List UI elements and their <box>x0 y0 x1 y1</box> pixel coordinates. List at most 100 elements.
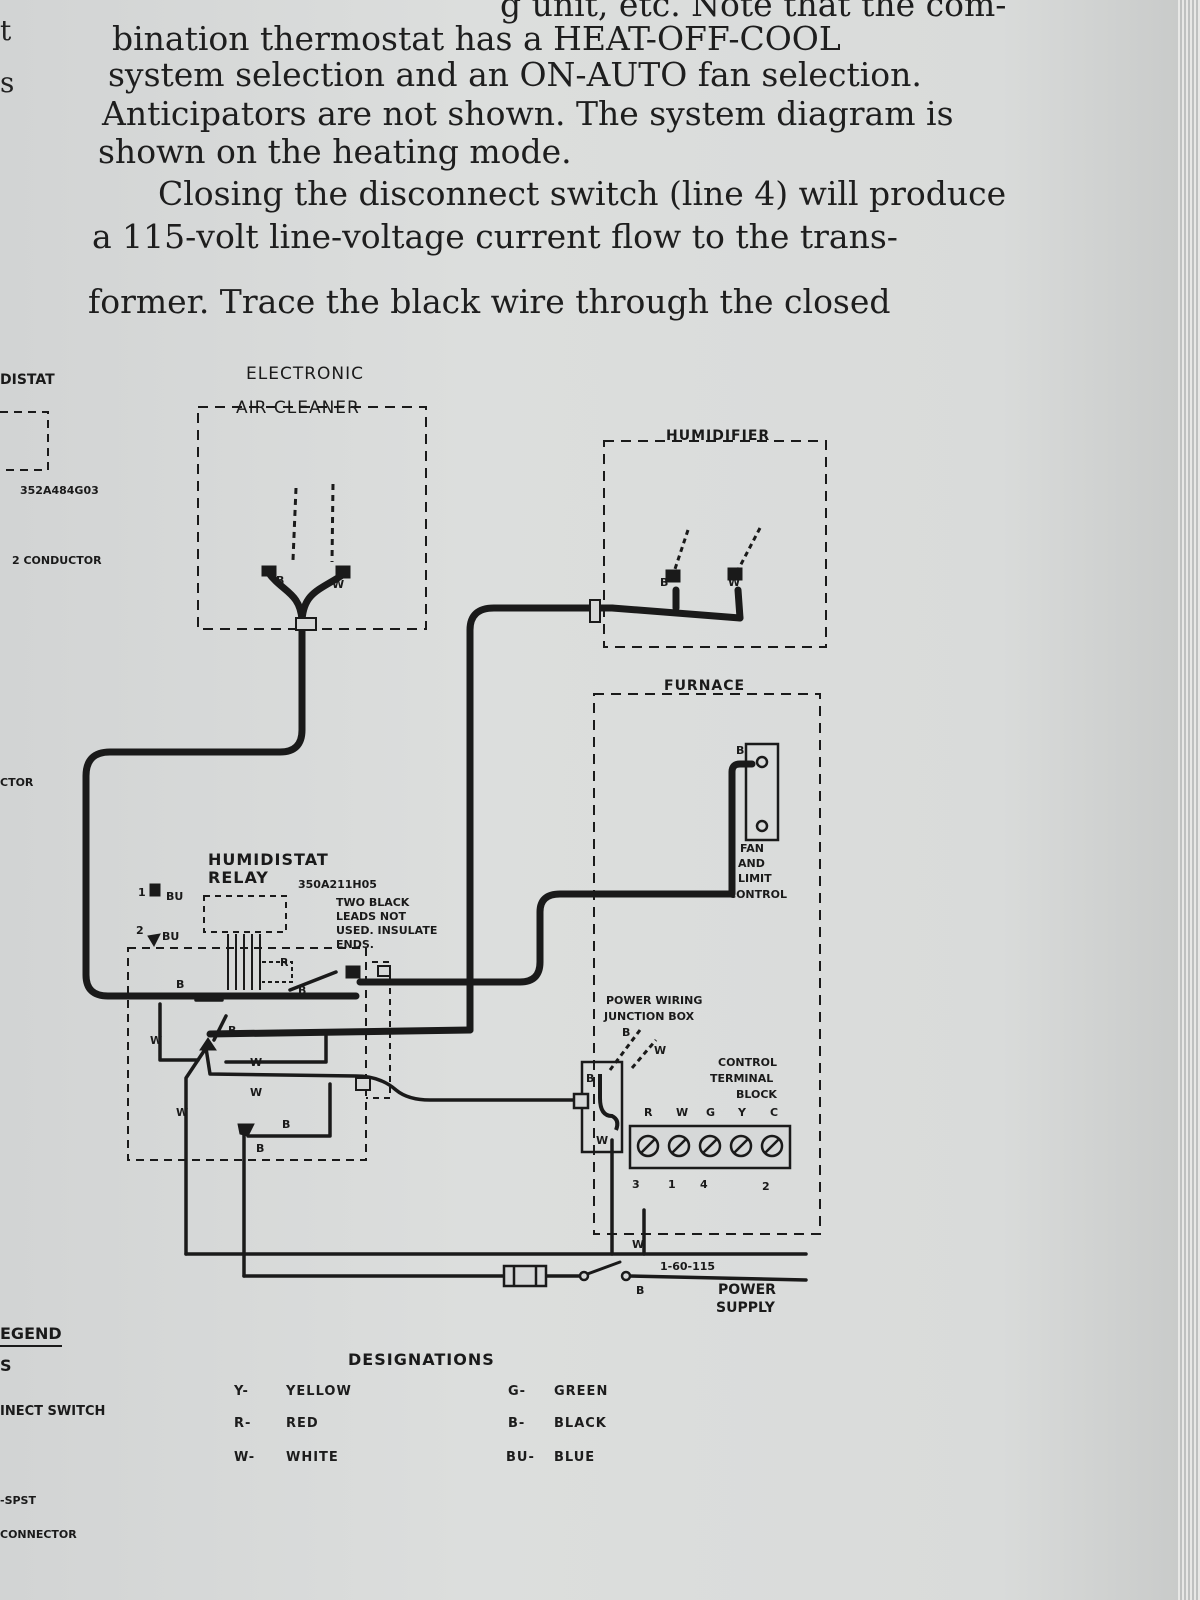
relay-enclosure <box>127 947 367 1161</box>
designation-row: R- RED <box>234 1416 318 1431</box>
relay-w: W <box>150 1034 163 1047</box>
designation-row: W- WHITE <box>234 1450 338 1465</box>
fan-limit-label: AND <box>738 857 765 870</box>
designation-name: BLUE <box>554 1450 596 1465</box>
legend-spst: -SPST <box>0 1494 36 1507</box>
terminal-number: 3 <box>632 1178 640 1191</box>
terminal-number: 4 <box>700 1178 708 1191</box>
junction-w2: W <box>596 1134 609 1147</box>
terminal-block-label: CONTROL <box>718 1056 777 1069</box>
junction-label: JUNCTION BOX <box>604 1010 695 1023</box>
prose-line: a 115-volt line-voltage current flow to … <box>92 217 898 256</box>
wire-fan-limit <box>356 760 756 986</box>
relay-r: R <box>280 956 289 969</box>
fan-limit-control <box>744 742 780 842</box>
legend-connector: CONNECTOR <box>0 1528 77 1541</box>
page-edge <box>1178 0 1200 1600</box>
air-cleaner-title: ELECTRONIC <box>246 364 365 384</box>
relay-title: HUMIDISTAT <box>208 850 329 869</box>
designation-name: GREEN <box>554 1384 609 1399</box>
relay-b: B <box>176 978 185 991</box>
relay-w: W <box>176 1106 189 1119</box>
power-w: W <box>632 1238 645 1251</box>
designations-title: DESIGNATIONS <box>348 1350 495 1369</box>
relay-b: B <box>256 1142 265 1155</box>
wire-air-cleaner <box>82 568 360 1000</box>
relay-b: B <box>228 1024 237 1037</box>
prose-line: Closing the disconnect switch (line 4) w… <box>158 174 1007 213</box>
power-b: B <box>636 1284 645 1297</box>
designation-name: YELLOW <box>286 1384 352 1399</box>
left-connector-label: CTOR <box>0 776 34 789</box>
designation-name: WHITE <box>286 1450 339 1465</box>
designation-name: RED <box>286 1416 319 1431</box>
fan-limit-label: CONTROL <box>728 888 787 901</box>
relay-inner-dashed <box>203 895 287 933</box>
relay-b: B <box>298 984 307 997</box>
legend-heading: EGEND <box>0 1324 62 1343</box>
relay-title: RELAY <box>208 868 269 887</box>
air-cleaner-w: W <box>332 578 345 591</box>
left-conductor-label: 2 CONDUCTOR <box>12 554 102 567</box>
air-cleaner-b: B <box>276 574 285 587</box>
designation-code: B- <box>508 1416 526 1431</box>
power-line-label: 1-60-115 <box>660 1260 716 1273</box>
terminal-block-label: TERMINAL <box>710 1072 774 1085</box>
furnace-title: FURNACE <box>664 678 746 694</box>
prose-line: bination thermostat has a HEAT-OFF-COOL <box>112 19 841 58</box>
air-cleaner-title: AIR CLEANER <box>236 398 360 418</box>
junction-b: B <box>622 1026 631 1039</box>
relay-pin-1-color: BU <box>166 890 184 903</box>
relay-w: W <box>250 1056 263 1069</box>
terminal-letter: R <box>644 1106 653 1119</box>
junction-w: W <box>654 1044 667 1057</box>
designation-name: BLACK <box>554 1416 607 1431</box>
terminal-number: 2 <box>762 1180 770 1193</box>
relay-w: W <box>250 1086 263 1099</box>
prose-line: system selection and an ON-AUTO fan sele… <box>108 55 922 94</box>
humidifier-title: HUMIDIFIER <box>666 428 771 444</box>
humidifier-w: W <box>728 576 741 589</box>
designation-code: R- <box>234 1416 252 1431</box>
relay-note: TWO BLACK <box>336 896 410 909</box>
furnace-box <box>593 693 821 1235</box>
designation-code: BU- <box>506 1450 535 1465</box>
relay-pin-2: 2 <box>136 924 144 937</box>
designation-row: BU- BLUE <box>506 1450 594 1465</box>
relay-b: B <box>282 1118 291 1131</box>
relay-note: USED. INSULATE <box>336 924 438 937</box>
fan-limit-label: FAN <box>740 842 764 855</box>
legend-switch: INECT SWITCH <box>0 1404 106 1419</box>
terminal-number: 1 <box>668 1178 676 1191</box>
designation-row: Y- YELLOW <box>234 1384 351 1399</box>
prose-line: former. Trace the black wire through the… <box>88 282 891 321</box>
relay-pin-2-color: BU <box>162 930 180 943</box>
relay-note: LEADS NOT <box>336 910 406 923</box>
wire-humidifier <box>466 604 616 1034</box>
power-supply-label: SUPPLY <box>716 1300 775 1316</box>
fan-limit-label: LIMIT <box>738 872 772 885</box>
fan-limit-b: B <box>736 744 745 757</box>
prose-line: g unit, etc. Note that the com- <box>500 0 1007 24</box>
designation-row: G- GREEN <box>508 1384 607 1399</box>
designation-row: B- BLACK <box>508 1416 606 1431</box>
relay-part-number: 350A211H05 <box>298 878 377 891</box>
margin-char: s <box>0 66 15 99</box>
prose-line: Anticipators are not shown. The system d… <box>102 94 954 133</box>
power-supply-label: POWER <box>718 1282 776 1298</box>
junction-label: POWER WIRING <box>606 994 703 1007</box>
control-terminal-block <box>628 1124 792 1170</box>
humidistat-box-fragment <box>0 411 49 471</box>
designation-code: G- <box>508 1384 527 1399</box>
left-humidistat-label: DISTAT <box>0 372 55 388</box>
relay-pin-1: 1 <box>138 886 146 899</box>
humidifier-box <box>603 440 827 648</box>
terminal-letter: Y <box>738 1106 746 1119</box>
legend-sub: S <box>0 1356 12 1375</box>
relay-note: ENDS. <box>336 938 374 951</box>
terminal-letter: G <box>706 1106 716 1119</box>
terminal-letter: C <box>770 1106 779 1119</box>
designation-code: Y- <box>234 1384 249 1399</box>
